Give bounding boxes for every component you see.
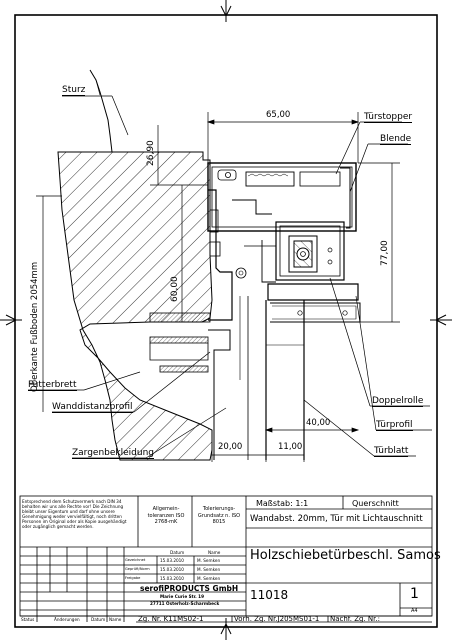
dim-bottom-left: 20,00 [218,442,243,452]
dim-top-width: 65,00 [266,110,291,120]
company-street: Marie Curie Str. 19 [160,594,205,599]
row-role-1: Gezeichnet [125,558,146,562]
row-name-2: M. Semken [197,567,221,572]
sheet-number: 1 [410,586,419,602]
title-block-grid [19,495,433,623]
col-date-header: Datum [170,550,185,555]
zg-number: Zg. Nr. K11MS02-1 [138,615,204,623]
changes-label: Änderungen [54,617,80,622]
company-city: 27711 Osterholz-Scharmbeck [150,601,220,606]
tolerance-principle: Tolerierungs-Grundsatz n. ISO 8015 [197,506,241,525]
dim-profile-width: 40,00 [306,418,331,428]
dim-right-height: 77,00 [380,240,390,266]
callout-tuerstopper: Türstopper [364,112,413,123]
dim-bottom-right: 11,00 [278,442,303,452]
dimension-lines [36,112,400,462]
company-name: serofiPRODUCTS GmbH [140,585,239,593]
dim-sturz-height: 26,90 [146,140,156,166]
row-date-2: 15.03.2010 [160,567,184,572]
row-name-3: M. Semken [197,576,221,581]
row-date-1: 15.03.2010 [160,558,184,563]
sheet-format: A4 [411,608,418,614]
col-name-header: Name [208,550,221,555]
row-date-3: 15.03.2010 [160,576,184,581]
drawing-title: Holzschiebetürbeschl. Samos [250,548,441,563]
date-label: Datum [91,617,106,622]
rail-profile-assembly [207,162,361,460]
row-role-3: Freigabe [125,576,141,580]
callout-wanddistanzprofil: Wanddistanzprofil [52,402,133,413]
callout-sturz: Sturz [62,85,86,96]
row-role-2: Geprüft/Norm [125,567,150,571]
name-label: Name [109,617,122,622]
next-drawing-number: Nachf. Zg. Nr.: [330,615,380,623]
description-label: Wandabst. 20mm, Tür mit Lichtauschnitt [250,514,423,524]
status-label: Status [21,617,35,622]
copyright-note: Entsprechend dem Schutzvermerk nach DIN … [22,499,127,529]
callout-zargenbekleidung: Zargenbekleidung [72,448,155,459]
row-name-1: M. Semken [197,558,221,563]
view-label: Querschnitt [352,499,399,508]
futterbrett-section [149,312,211,373]
scale-label: Maßstab: 1:1 [256,499,309,508]
callout-blende: Blende [380,134,412,145]
callout-futterbrett: Futterbrett [28,380,77,391]
previous-drawing-number: Vorh. Zg. Nr.J205MS01-1 [234,615,320,623]
dim-inner-height: 60,00 [170,276,180,302]
dim-floor-edge: Oberkante Fußboden 2054mm [30,261,40,392]
callout-tuerprofil: Türprofil [376,420,413,431]
callout-tuerblatt: Türblatt [374,446,409,457]
drawing-number: 11018 [250,588,289,602]
callout-doppelrolle: Doppelrolle [372,396,424,407]
general-tolerance: Allgemein-toleranzen ISO 2768-mK [147,506,185,525]
